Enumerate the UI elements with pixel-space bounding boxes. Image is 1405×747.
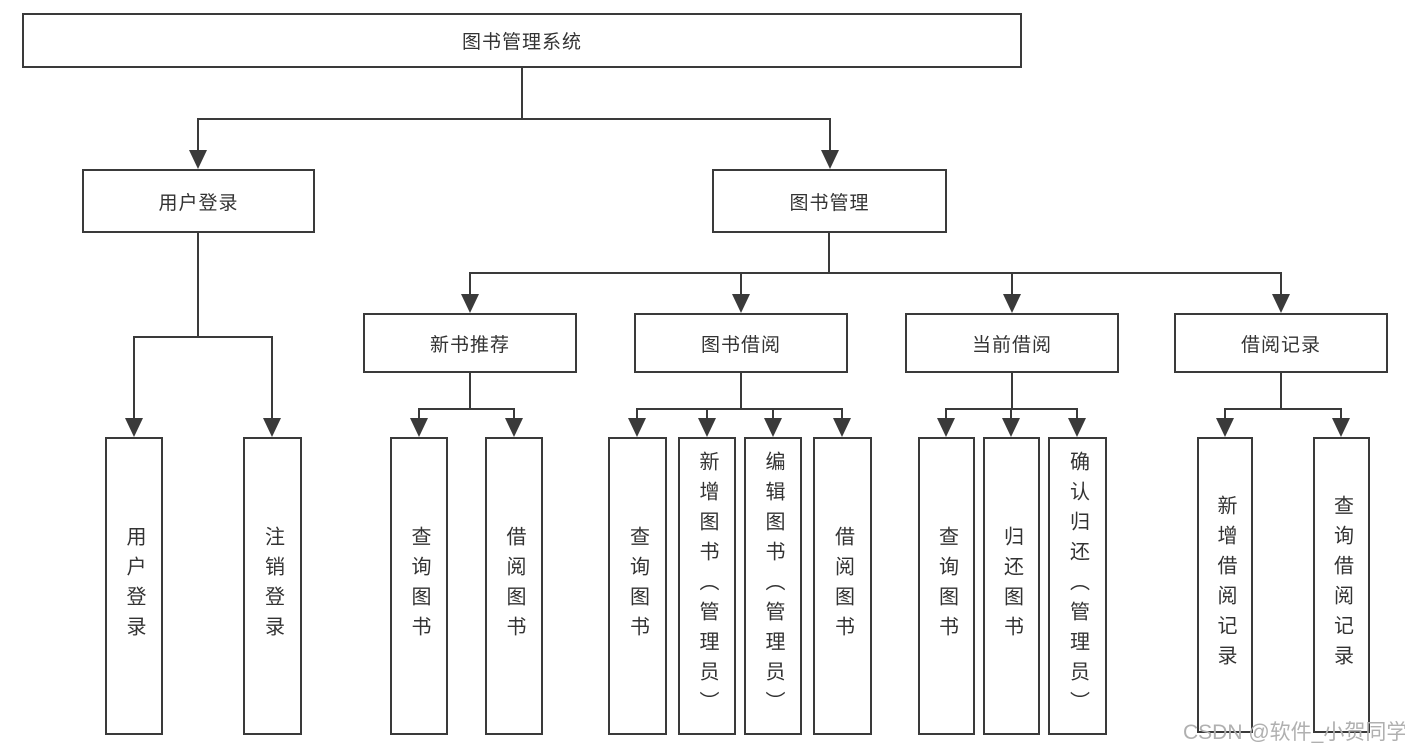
leaf-query-books: 查询图书 xyxy=(608,437,667,735)
connector-line xyxy=(740,272,742,296)
leaf-logout: 注销登录 xyxy=(243,437,302,735)
arrow-down-icon xyxy=(821,150,839,169)
connector-line xyxy=(469,272,471,296)
node-label: 当前借阅 xyxy=(971,334,1052,356)
node-label: 借阅记录 xyxy=(1240,334,1321,356)
connector-line xyxy=(1224,408,1342,410)
connector-line xyxy=(1340,408,1342,420)
leaf-return-books: 归还图书 xyxy=(983,437,1040,735)
connector-line xyxy=(1280,373,1282,408)
leaf-label: 注销登录 xyxy=(261,526,284,646)
node-book-borrow: 图书借阅 xyxy=(634,313,848,373)
node-current-borrow: 当前借阅 xyxy=(905,313,1119,373)
connector-line xyxy=(841,408,843,420)
connector-line xyxy=(829,118,831,152)
connector-line xyxy=(197,233,199,338)
connector-line xyxy=(271,336,273,420)
arrow-down-icon xyxy=(1068,418,1086,437)
connector-line xyxy=(133,336,135,420)
connector-line xyxy=(1224,408,1226,420)
leaf-query-books: 查询图书 xyxy=(390,437,448,735)
leaf-label: 借阅图书 xyxy=(831,526,854,646)
connector-line xyxy=(1011,373,1013,408)
node-book-management: 图书管理 xyxy=(712,169,947,233)
leaf-label: 查询借阅记录 xyxy=(1330,495,1353,675)
node-label: 新书推荐 xyxy=(429,334,510,356)
leaf-label: 编辑图书（管理员） xyxy=(762,451,784,721)
leaf-borrow-books: 借阅图书 xyxy=(813,437,872,735)
connector-line xyxy=(1280,272,1282,296)
arrow-down-icon xyxy=(1003,294,1021,313)
connector-line xyxy=(197,118,831,120)
connector-line xyxy=(513,408,515,420)
connector-line xyxy=(521,68,523,120)
arrow-down-icon xyxy=(1216,418,1234,437)
leaf-label: 查询图书 xyxy=(408,526,430,646)
arrow-down-icon xyxy=(764,418,782,437)
leaf-add-borrow-record: 新增借阅记录 xyxy=(1197,437,1253,733)
leaf-query-borrow-record: 查询借阅记录 xyxy=(1313,437,1370,733)
connector-line xyxy=(740,373,742,408)
arrow-down-icon xyxy=(410,418,428,437)
connector-line xyxy=(418,408,420,420)
connector-line xyxy=(706,408,708,420)
connector-line xyxy=(1011,272,1013,296)
leaf-query-books: 查询图书 xyxy=(918,437,975,735)
arrow-down-icon xyxy=(461,294,479,313)
node-label: 图书管理 xyxy=(789,192,870,214)
connector-line xyxy=(945,408,947,420)
leaf-user-login: 用户登录 xyxy=(105,437,163,735)
node-borrow-records: 借阅记录 xyxy=(1174,313,1388,373)
node-label: 图书借阅 xyxy=(700,334,781,356)
arrow-down-icon xyxy=(189,150,207,169)
connector-line xyxy=(418,408,515,410)
leaf-label: 借阅图书 xyxy=(503,526,525,646)
leaf-label: 查询图书 xyxy=(626,526,649,646)
arrow-down-icon xyxy=(833,418,851,437)
arrow-down-icon xyxy=(125,418,143,437)
leaf-confirm-return-admin: 确认归还（管理员） xyxy=(1048,437,1107,735)
connector-line xyxy=(828,233,830,274)
connector-line xyxy=(469,272,1282,274)
connector-line xyxy=(1076,408,1078,420)
arrow-down-icon xyxy=(263,418,281,437)
node-root: 图书管理系统 xyxy=(22,13,1022,68)
connector-line xyxy=(469,373,471,408)
connector-line xyxy=(772,408,774,420)
arrow-down-icon xyxy=(1002,418,1020,437)
leaf-label: 归还图书 xyxy=(1000,526,1023,646)
arrow-down-icon xyxy=(732,294,750,313)
node-user-login: 用户登录 xyxy=(82,169,315,233)
leaf-label: 用户登录 xyxy=(123,526,145,646)
connector-line xyxy=(1010,408,1012,420)
leaf-add-books-admin: 新增图书（管理员） xyxy=(678,437,736,735)
watermark-text: CSDN @软件_小贺同学 xyxy=(1183,721,1405,744)
arrow-down-icon xyxy=(505,418,523,437)
node-new-book-recommend: 新书推荐 xyxy=(363,313,577,373)
arrow-down-icon xyxy=(937,418,955,437)
arrow-down-icon xyxy=(628,418,646,437)
leaf-label: 确认归还（管理员） xyxy=(1066,451,1089,721)
leaf-edit-books-admin: 编辑图书（管理员） xyxy=(744,437,802,735)
leaf-label: 查询图书 xyxy=(935,526,958,646)
node-root-label: 图书管理系统 xyxy=(461,32,582,53)
node-label: 用户登录 xyxy=(158,192,239,214)
arrow-down-icon xyxy=(698,418,716,437)
connector-line xyxy=(636,408,843,410)
connector-line xyxy=(133,336,273,338)
arrow-down-icon xyxy=(1332,418,1350,437)
leaf-borrow-books: 借阅图书 xyxy=(485,437,543,735)
connector-line xyxy=(636,408,638,420)
connector-line xyxy=(197,118,199,152)
leaf-label: 新增借阅记录 xyxy=(1214,495,1236,675)
arrow-down-icon xyxy=(1272,294,1290,313)
leaf-label: 新增图书（管理员） xyxy=(696,451,718,721)
